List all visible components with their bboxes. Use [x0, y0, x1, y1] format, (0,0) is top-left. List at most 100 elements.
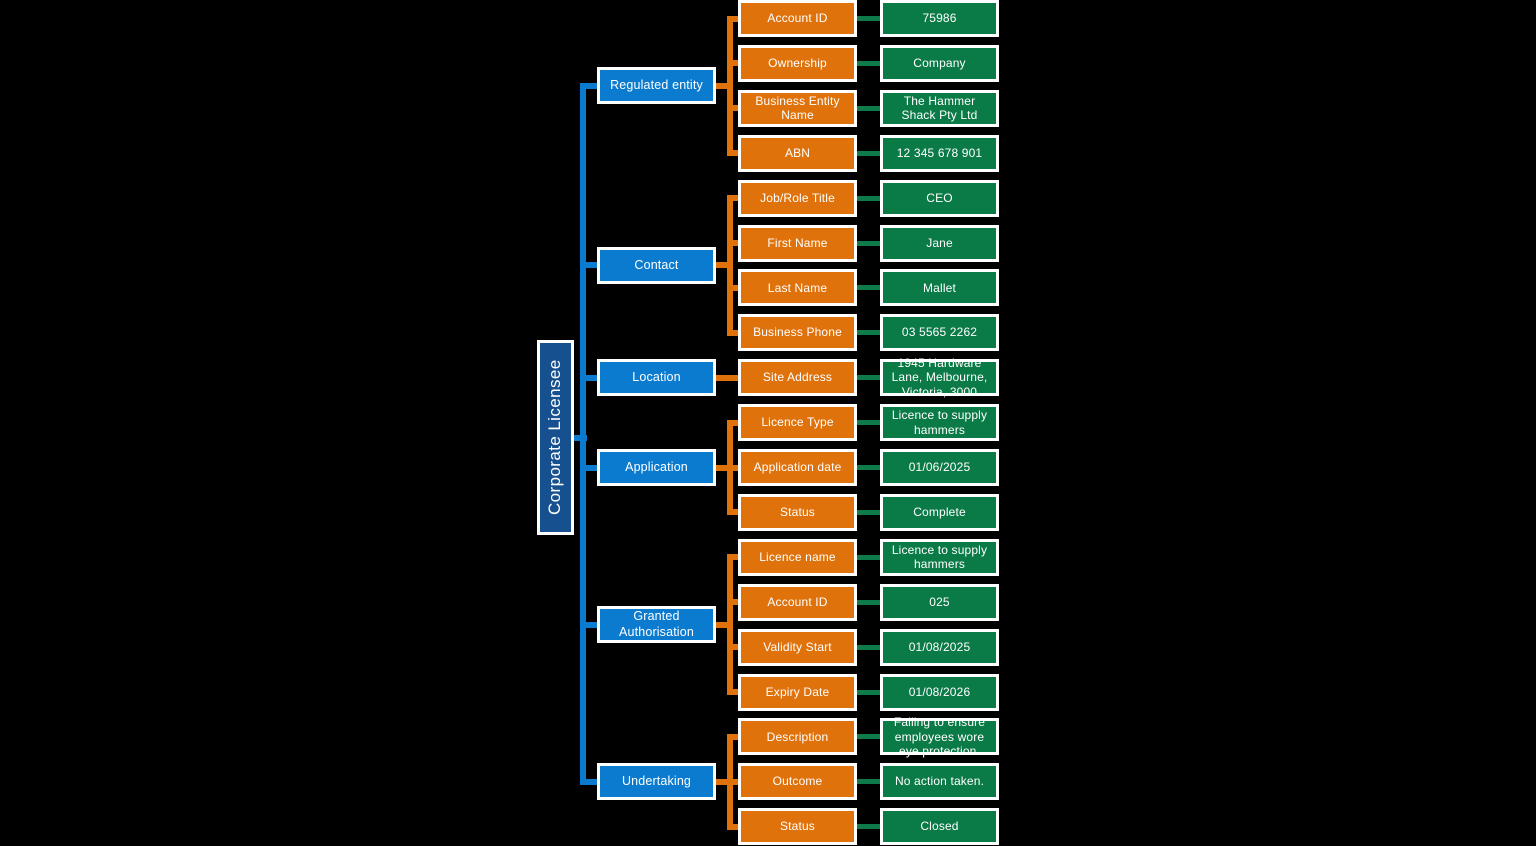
- attribute-node-label: Outcome: [772, 774, 823, 789]
- attribute-node-label: Validity Start: [763, 639, 832, 654]
- value-node-last-name-6[interactable]: Mallet: [880, 269, 999, 307]
- root-node[interactable]: Corporate Licensee: [537, 340, 574, 535]
- value-node-label: Complete: [913, 505, 966, 520]
- attribute-node-label: Expiry Date: [765, 684, 830, 699]
- category-node-regulated-entity[interactable]: Regulated entity: [597, 67, 716, 105]
- category-node-location[interactable]: Location: [597, 359, 716, 397]
- attribute-node-abn-3[interactable]: ABN: [738, 134, 857, 172]
- value-node-label: Company: [913, 56, 966, 71]
- attribute-branch-1: [727, 60, 738, 67]
- value-node-business-phone-7[interactable]: 03 5565 2262: [880, 314, 999, 352]
- attribute-node-licence-name-12[interactable]: Licence name: [738, 538, 857, 576]
- value-node-outcome-17[interactable]: No action taken.: [880, 763, 999, 801]
- attribute-branch-0: [727, 15, 738, 22]
- attribute-node-label: First Name: [767, 235, 828, 250]
- attribute-node-account-id-13[interactable]: Account ID: [738, 583, 857, 621]
- attribute-node-business-phone-7[interactable]: Business Phone: [738, 314, 857, 352]
- value-node-label: 75986: [922, 11, 957, 26]
- attribute-connector-stub-5: [716, 778, 733, 785]
- attribute-branch-9: [727, 419, 738, 426]
- attribute-node-label: Business Entity Name: [755, 93, 840, 123]
- attribute-branch-6: [727, 284, 738, 291]
- attribute-node-label: Account ID: [767, 11, 828, 26]
- attribute-node-label: Business Phone: [753, 325, 842, 340]
- value-node-label: Mallet: [923, 280, 956, 295]
- value-node-account-id-13[interactable]: 025: [880, 583, 999, 621]
- attribute-branch-12: [727, 554, 738, 561]
- attribute-branch-4: [727, 195, 738, 202]
- value-connector-12: [857, 554, 880, 560]
- value-connector-18: [857, 824, 880, 830]
- attribute-node-licence-type-9[interactable]: Licence Type: [738, 404, 857, 442]
- attribute-connector-stub-1: [716, 262, 733, 269]
- value-node-expiry-date-15[interactable]: 01/08/2026: [880, 673, 999, 711]
- value-connector-7: [857, 330, 880, 336]
- value-node-validity-start-14[interactable]: 01/08/2025: [880, 628, 999, 666]
- attribute-branch-13: [727, 599, 738, 606]
- value-node-job-role-title-4[interactable]: CEO: [880, 179, 999, 217]
- attribute-node-label: ABN: [784, 145, 811, 160]
- attribute-spine-0: [727, 18, 733, 154]
- value-node-label: Failing to ensure employees wore eye pro…: [893, 714, 986, 759]
- value-connector-5: [857, 240, 880, 246]
- value-node-label: 01/08/2026: [908, 684, 971, 699]
- attribute-node-label: Job/Role Title: [760, 190, 835, 205]
- value-connector-11: [857, 509, 880, 515]
- category-branch-4: [580, 621, 597, 628]
- value-node-label: 12 345 678 901: [896, 145, 983, 160]
- attribute-node-label: Licence Type: [761, 415, 834, 430]
- attribute-branch-3: [727, 150, 738, 157]
- attribute-node-outcome-17[interactable]: Outcome: [738, 763, 857, 801]
- value-connector-13: [857, 599, 880, 605]
- value-node-licence-name-12[interactable]: Licence to supply hammers: [880, 538, 999, 576]
- category-node-contact[interactable]: Contact: [597, 246, 716, 284]
- value-node-label: Closed: [920, 819, 959, 834]
- attribute-node-label: Status: [780, 505, 815, 520]
- attribute-node-description-16[interactable]: Description: [738, 718, 857, 756]
- attribute-connector-stub-4: [716, 621, 733, 628]
- attribute-branch-17: [727, 778, 738, 785]
- value-node-account-id-0[interactable]: 75986: [880, 0, 999, 37]
- category-node-application[interactable]: Application: [597, 449, 716, 486]
- attribute-node-application-date-10[interactable]: Application date: [738, 449, 857, 486]
- value-node-label: 01/06/2025: [908, 460, 971, 475]
- value-node-application-date-10[interactable]: 01/06/2025: [880, 449, 999, 486]
- value-node-status-18[interactable]: Closed: [880, 808, 999, 846]
- value-node-ownership-1[interactable]: Company: [880, 44, 999, 82]
- value-connector-6: [857, 285, 880, 291]
- value-node-label: CEO: [926, 190, 953, 205]
- attribute-node-status-11[interactable]: Status: [738, 493, 857, 531]
- attribute-branch-7: [727, 329, 738, 336]
- attribute-node-expiry-date-15[interactable]: Expiry Date: [738, 673, 857, 711]
- value-node-first-name-5[interactable]: Jane: [880, 224, 999, 262]
- category-node-label: Location: [632, 370, 681, 385]
- category-branch-1: [580, 262, 597, 269]
- attribute-node-status-18[interactable]: Status: [738, 808, 857, 846]
- attribute-branch-14: [727, 644, 738, 651]
- attribute-node-job-role-title-4[interactable]: Job/Role Title: [738, 179, 857, 217]
- attribute-node-business-entity-name-2[interactable]: Business Entity Name: [738, 89, 857, 127]
- value-node-description-16[interactable]: Failing to ensure employees wore eye pro…: [880, 715, 999, 758]
- category-spine: [580, 85, 586, 782]
- value-connector-8: [857, 375, 880, 381]
- category-node-granted-authorisation[interactable]: Granted Authorisation: [597, 606, 716, 644]
- value-connector-17: [857, 779, 880, 785]
- attribute-branch-15: [727, 689, 738, 695]
- attribute-node-ownership-1[interactable]: Ownership: [738, 44, 857, 82]
- category-node-undertaking[interactable]: Undertaking: [597, 763, 716, 801]
- attribute-node-account-id-0[interactable]: Account ID: [738, 0, 857, 37]
- value-node-abn-3[interactable]: 12 345 678 901: [880, 134, 999, 172]
- value-node-site-address-8[interactable]: 1945 Hardware Lane, Melbourne, Victoria,…: [880, 356, 999, 399]
- attribute-node-last-name-6[interactable]: Last Name: [738, 269, 857, 307]
- category-node-label: Application: [625, 459, 688, 474]
- attribute-node-label: Description: [766, 729, 829, 744]
- attribute-node-validity-start-14[interactable]: Validity Start: [738, 628, 857, 666]
- value-connector-2: [857, 105, 880, 111]
- category-branch-5: [580, 778, 597, 785]
- attribute-node-first-name-5[interactable]: First Name: [738, 224, 857, 262]
- value-node-status-11[interactable]: Complete: [880, 493, 999, 531]
- value-node-business-entity-name-2[interactable]: The Hammer Shack Pty Ltd: [880, 89, 999, 127]
- attribute-node-site-address-8[interactable]: Site Address: [738, 359, 857, 397]
- value-node-licence-type-9[interactable]: Licence to supply hammers: [880, 404, 999, 442]
